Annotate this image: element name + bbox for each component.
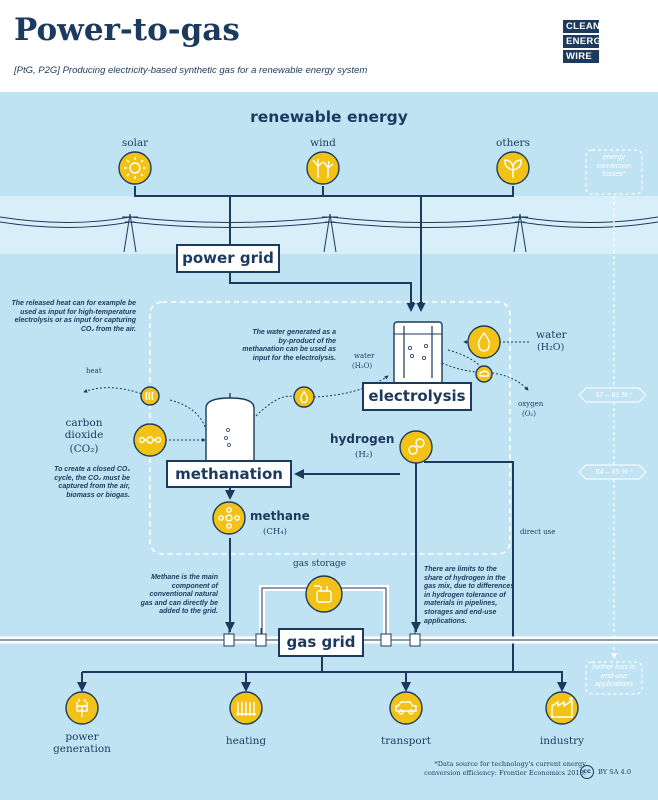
conversion-losses-label: energy conversion losses* (596, 152, 632, 179)
co2-note: To create a closed CO₂ cycle, the CO₂ mu… (54, 466, 130, 499)
hydrogen-formula: (H₂) (355, 450, 373, 460)
process-area-outline (149, 301, 511, 555)
carbon-dioxide-label: carbon dioxide (64, 417, 104, 441)
hydrogen-label: hydrogen (330, 432, 395, 446)
pylon-icon (512, 213, 528, 253)
logo-line: ENERGY (563, 35, 608, 48)
methane-label: methane (250, 509, 310, 523)
gas-storage-icon (305, 575, 343, 613)
gas-grid-box: gas grid (278, 628, 364, 657)
data-source-footnote: *Data source for technology's current en… (424, 760, 586, 777)
use-label-power-generation: power generation (53, 731, 111, 755)
power-lines (0, 213, 658, 253)
co2-molecule-icon (133, 423, 167, 457)
creative-commons-icon: cc (580, 765, 594, 779)
pylon-icon (322, 213, 338, 253)
use-label-industry: industry (539, 735, 585, 747)
source-label-solar: solar (121, 137, 149, 149)
electrolyser-tank-icon (393, 321, 443, 385)
plug-icon (65, 691, 99, 725)
distribution-arrows (77, 656, 567, 692)
renewable-energy-heading: renewable energy (250, 108, 408, 126)
side-loss-column (578, 149, 647, 695)
source-label-others: others (496, 137, 530, 149)
radiator-icon (229, 691, 263, 725)
valve-icon (223, 628, 421, 647)
wind-turbine-icon (306, 151, 340, 185)
methanation-tank-icon (205, 393, 255, 471)
pylon-icon (122, 213, 138, 253)
methanation-box: methanation (166, 460, 292, 488)
logo-line: CLEAN (563, 20, 600, 33)
license-label: BY SA 4.0 (598, 768, 632, 776)
water-input-label: water (536, 329, 567, 341)
water-note: The water generated as a by-product of t… (242, 329, 336, 362)
heat-icon (140, 386, 160, 406)
gas-grid-inflow-arrows (225, 620, 421, 632)
oxygen-cloud-icon (475, 365, 493, 383)
water-input-formula: (H₂O) (537, 342, 565, 353)
electrolysis-box: electrolysis (362, 382, 472, 411)
car-icon (389, 691, 423, 725)
water-byproduct-label: water (354, 352, 375, 360)
heat-note: The released heat can for example be use… (11, 300, 137, 333)
water-drop-icon (467, 325, 501, 359)
page-subtitle: [PtG, P2G] Producing electricity-based s… (14, 65, 368, 76)
source-connectors (134, 186, 514, 312)
factory-icon (545, 691, 579, 725)
use-label-heating: heating (225, 735, 267, 747)
oxygen-label: oxygen (518, 400, 544, 408)
source-label-wind: wind (310, 137, 336, 149)
carbon-dioxide-formula: (CO₂) (69, 443, 99, 455)
efficiency-electrolysis-badge: 57 – 81 % * (595, 390, 633, 399)
water-drop-icon (293, 386, 315, 408)
use-label-transport: transport (381, 735, 431, 747)
power-grid-box: power grid (176, 244, 280, 273)
direct-use-label: direct use (520, 528, 556, 536)
gas-storage-label: gas storage (293, 559, 347, 569)
heat-label: heat (86, 367, 102, 375)
efficiency-methanation-badge: 54 – 65 % * (595, 467, 633, 476)
water-byproduct-formula: (H₂O) (352, 362, 373, 370)
hydrogen-note: There are limits to the share of hydroge… (424, 566, 515, 625)
methane-note: Methane is the main component of convent… (140, 574, 218, 616)
oxygen-formula: (O₂) (522, 410, 537, 418)
hydrogen-molecule-icon (399, 430, 433, 464)
sun-icon (118, 151, 152, 185)
methane-molecule-icon (212, 501, 246, 535)
page-title: Power-to-gas (14, 12, 240, 48)
leaf-icon (496, 151, 530, 185)
power-line-band (0, 196, 658, 254)
methane-formula: (CH₄) (263, 527, 287, 537)
clean-energy-wire-logo: CLEAN ENERGY WIRE (563, 20, 608, 65)
process-arrows (225, 461, 514, 672)
logo-line: WIRE (563, 50, 599, 63)
further-loss-label: further loss in end-use applications (592, 662, 636, 689)
